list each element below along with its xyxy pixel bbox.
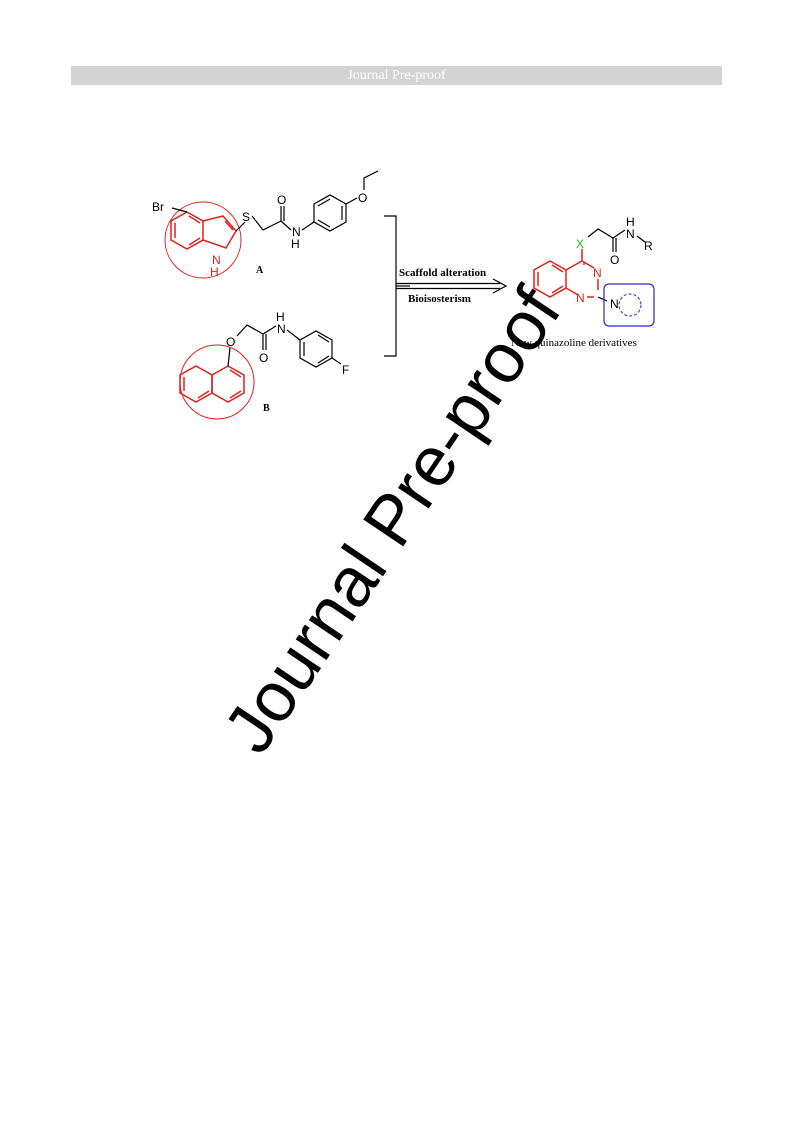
indole-ring <box>170 211 237 250</box>
compound-b-label: B <box>263 403 270 414</box>
product-amine-n-label: N <box>610 297 619 311</box>
product-o-label: O <box>610 253 619 267</box>
product-caption: New quinazoline derivatives <box>511 337 637 349</box>
product-h-label: H <box>626 215 635 229</box>
amide-h-label: H <box>291 237 300 251</box>
product-x-label: X <box>576 237 584 251</box>
indole-n-label: N <box>212 253 221 267</box>
reaction-arrow <box>396 278 508 294</box>
compound-bracket <box>384 215 397 357</box>
arrow-bottom-label: Bioisosterism <box>408 293 471 305</box>
sulfur-label: S <box>242 210 250 224</box>
b-amide-h-label: H <box>276 310 285 324</box>
product-r-label: R <box>644 239 653 253</box>
amine-ring-dashed <box>618 293 642 317</box>
quinazoline-core <box>533 260 599 298</box>
arrow-top-label: Scaffold alteration <box>399 267 486 279</box>
compound-a-label: A <box>256 265 264 276</box>
compound-b: O O H N F B <box>179 310 349 420</box>
carbonyl-o-label: O <box>277 193 286 207</box>
b-carbonyl-o-label: O <box>259 351 268 365</box>
indole-h-label: H <box>210 265 219 279</box>
quinazoline-product: X N N O H N R N <box>533 215 655 327</box>
compound-a: Br N H S O N H O A <box>152 170 379 279</box>
b-amide-n-label: N <box>277 322 286 336</box>
b-ether-o-label: O <box>226 335 235 349</box>
bromo-label: Br <box>152 200 164 214</box>
ether-o-label: O <box>358 191 367 205</box>
naphthalene-ring <box>179 365 245 403</box>
journal-pre-proof-header: Journal Pre-proof <box>71 66 722 85</box>
naphthalene-highlight-circle <box>179 344 255 420</box>
amide-n-label: N <box>292 225 301 239</box>
product-n3-label: N <box>593 266 602 280</box>
product-n1-label: N <box>576 291 585 305</box>
indole-highlight-circle <box>164 201 242 279</box>
amine-highlight-box <box>603 283 655 327</box>
product-amide-n-label: N <box>626 227 635 241</box>
fluoro-label: F <box>342 363 349 377</box>
